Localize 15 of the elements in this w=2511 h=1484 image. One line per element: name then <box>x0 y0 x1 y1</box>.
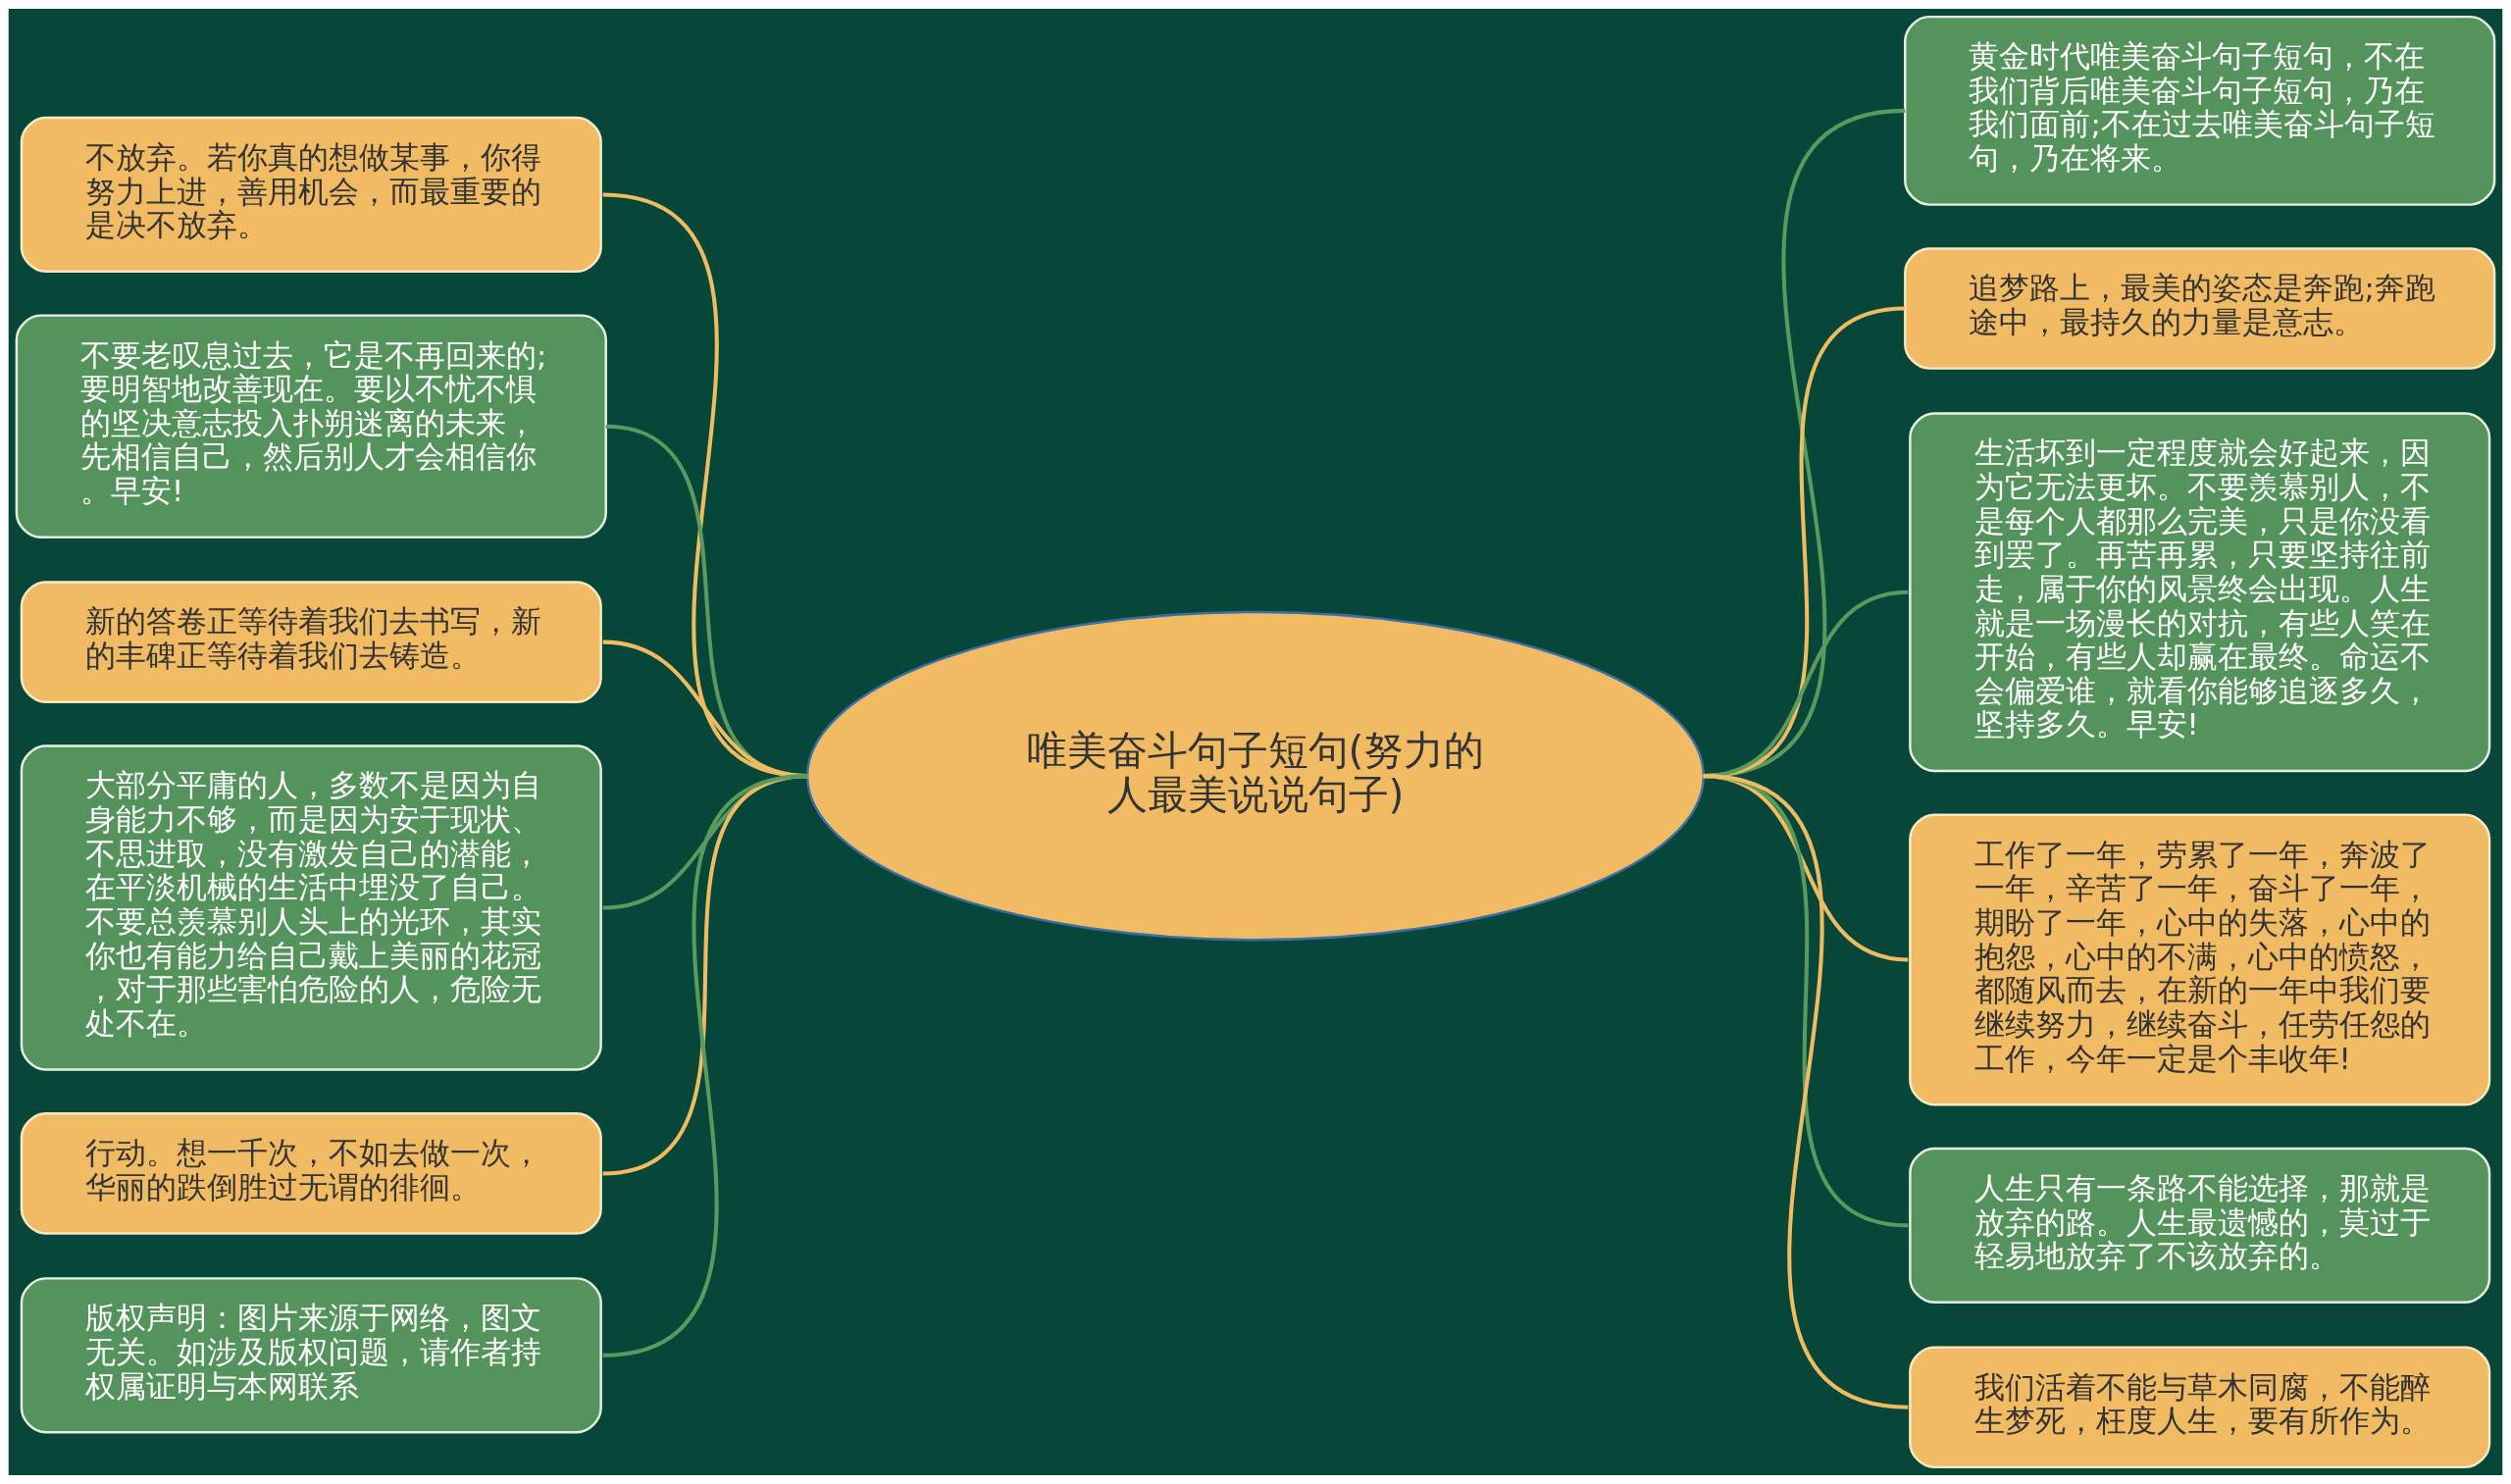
node-box: 行动。想一千次，不如去做一次，华丽的跌倒胜过无谓的徘徊。 <box>20 1112 602 1235</box>
node-ellipse: 唯美奋斗句子短句(努力的人最美说说句子) <box>805 610 1706 942</box>
connector <box>602 774 808 1357</box>
node-box: 黄金时代唯美奋斗句子短句，不在我们背后唯美奋斗句子短句，乃在我们面前;不在过去唯美奋斗句子短句，乃在将来。 <box>1904 15 2496 206</box>
node-box: 人生只有一条路不能选择，那就是放弃的路。人生最遗憾的，莫过于轻易地放弃了不该放弃的。 <box>1909 1147 2491 1305</box>
node-box: 我们活着不能与草木同腐，不能醉生梦死，枉度人生，要有所作为。 <box>1909 1346 2491 1469</box>
node-box: 版权声明：图片来源于网络，图文无关。如涉及版权问题，请作者持权属证明与本网联系 <box>20 1277 602 1434</box>
node-box: 生活坏到一定程度就会好起来，因为它无法更坏。不要羡慕别人，不是每个人都那么完美，只是你没看到罢了。再苦再累，只要坚持往前走，属于你的风景终会出现。人生就是一场漫长的对抗，有些人笑在开始，有些人却赢在最终。命运不会偏爱谁，就看你能够追逐多久，坚持多久。早安! <box>1909 412 2491 773</box>
connector <box>1703 774 1909 1409</box>
node-box: 追梦路上，最美的姿态是奔跑;奔跑途中，最持久的力量是意志。 <box>1904 247 2496 370</box>
node-box: 新的答卷正等待着我们去书写，新的丰碑正等待着我们去铸造。 <box>20 581 602 703</box>
node-box: 大部分平庸的人，多数不是因为自身能力不够，而是因为安于现状、不思进取，没有激发自己的潜能，在平淡机械的生活中埋没了自己。不要总羡慕别人头上的光环，其实你也有能力给自己戴上美丽的花冠，对于那些害怕危险的人，危险无处不在。 <box>20 744 602 1071</box>
node-box: 不要老叹息过去，它是不再回来的;要明智地改善现在。要以不忧不惧的坚决意志投入扑朔迷离的未来，先相信自己，然后别人才会相信你。早安! <box>15 314 607 538</box>
node-box: 不放弃。若你真的想做某事，你得努力上进，善用机会，而最重要的是决不放弃。 <box>20 116 602 274</box>
node-box: 工作了一年，劳累了一年，奔波了一年，辛苦了一年，奋斗了一年，期盼了一年，心中的失落，心中的抱怨，心中的不满，心中的愤怒，都随风而去，在新的一年中我们要继续努力，继续奋斗，任劳任怨的工作，今年一定是个丰收年! <box>1909 813 2491 1106</box>
